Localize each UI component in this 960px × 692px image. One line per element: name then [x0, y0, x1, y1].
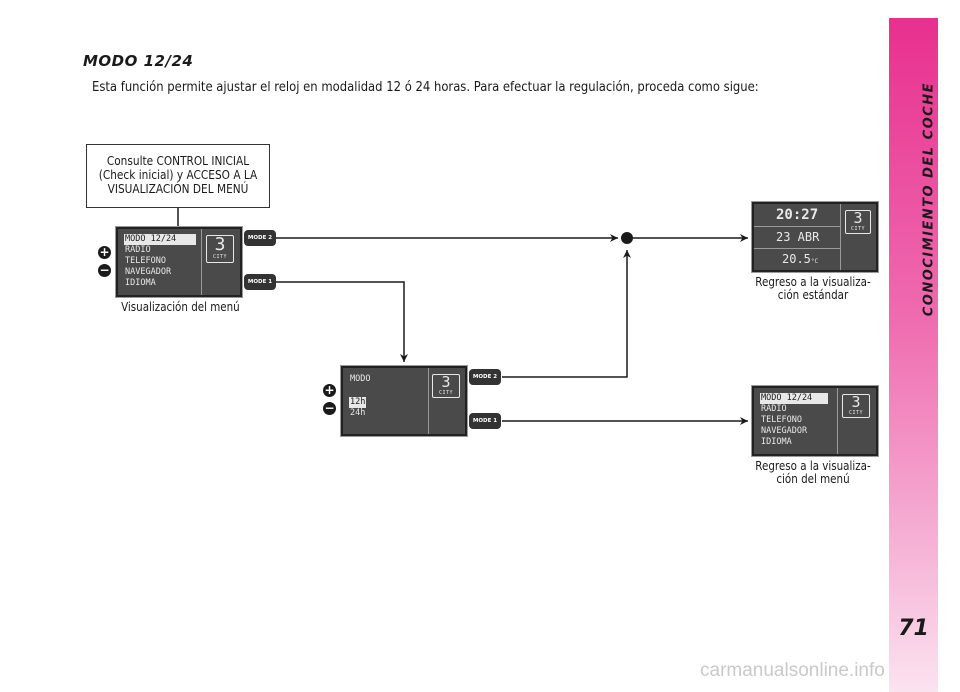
- date-readout: 23 ABR: [776, 230, 820, 244]
- menu-item-selected: MODO 12/24: [760, 393, 829, 404]
- page-number: 71: [898, 616, 929, 641]
- chapter-sidebar: CONOCIMIENTO DEL COCHE 71: [889, 18, 938, 692]
- city-badge: 3 CITY: [842, 394, 870, 418]
- section-heading: MODO 12/24: [83, 52, 194, 70]
- menu-item: RADIO: [125, 245, 151, 255]
- menu-item-selected: MODO 12/24: [124, 234, 197, 245]
- mode-title: MODO: [350, 374, 371, 384]
- clock-time: 20:27: [776, 207, 819, 223]
- return-menu-display-caption: Regreso a la visualiza- ción del menú: [755, 459, 871, 486]
- mode1-button[interactable]: MODE 1: [469, 413, 501, 429]
- plus-button[interactable]: +: [98, 245, 111, 259]
- city-badge: 3 CITY: [432, 374, 460, 398]
- minus-button[interactable]: −: [98, 263, 111, 277]
- callout-line: VISUALIZACIÓN DEL MENÚ: [107, 182, 249, 196]
- mode-display: MODO 12h 24h 3 CITY: [341, 366, 467, 436]
- plus-button[interactable]: +: [323, 383, 336, 397]
- menu-item: TELEFONO: [125, 256, 166, 266]
- return-menu-display: MODO 12/24 RADIO TELEFONO NAVEGADOR IDIO…: [752, 386, 878, 456]
- callout-line: Consulte CONTROL INICIAL: [106, 154, 250, 168]
- flow-arrows: [177, 208, 748, 425]
- menu-item: NAVEGADOR: [125, 267, 172, 277]
- mode1-arrow-to-mode-display: [276, 281, 408, 362]
- mode-option-selected: 12h: [349, 397, 367, 408]
- callout-line: (Check inicial) y ACCESO A LA: [98, 168, 258, 182]
- menu-item: IDIOMA: [125, 278, 156, 288]
- mode2-button[interactable]: MODE 2: [244, 230, 276, 246]
- menu-item: RADIO: [761, 404, 787, 414]
- menu-item: NAVEGADOR: [761, 426, 808, 436]
- temperature-readout: 20.5°C: [782, 252, 819, 266]
- minus-button[interactable]: −: [323, 401, 336, 415]
- junction-dot: [621, 232, 633, 244]
- menu-item: IDIOMA: [761, 437, 792, 447]
- menu-display: MODO 12/24 RADIO TELEFONO NAVEGADOR IDIO…: [116, 227, 242, 297]
- mode1-button[interactable]: MODE 1: [244, 274, 276, 290]
- mode2-arrow-to-junction-up: [502, 250, 631, 378]
- menu-display-caption: Visualización del menú: [121, 300, 240, 314]
- mode2-button[interactable]: MODE 2: [469, 369, 501, 385]
- standard-display: 20:27 23 ABR 20.5°C 3 CITY: [752, 202, 878, 272]
- city-badge: 3 CITY: [206, 235, 234, 263]
- city-badge: 3 CITY: [845, 210, 871, 234]
- standard-display-caption: Regreso a la visualiza- ción estándar: [755, 275, 871, 302]
- menu-item: TELEFONO: [761, 415, 802, 425]
- chapter-title: CONOCIMIENTO DEL COCHE: [921, 82, 936, 317]
- callout-box: Consulte CONTROL INICIAL (Check inicial)…: [86, 144, 270, 208]
- intro-text: Esta función permite ajustar el reloj en…: [92, 79, 759, 95]
- watermark: carmanualsonline.info: [700, 660, 885, 681]
- mode-option: 24h: [350, 408, 366, 418]
